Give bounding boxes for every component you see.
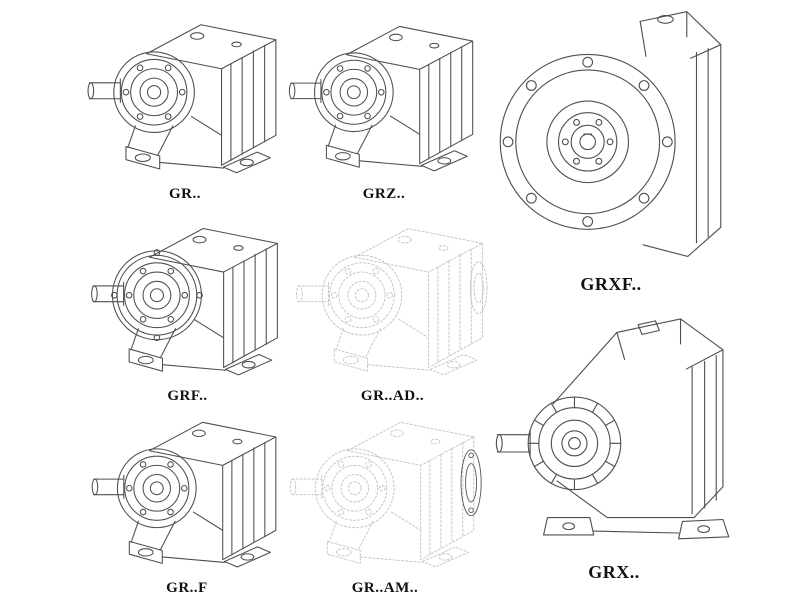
model-label-gr-ad: GR..AD..: [360, 388, 425, 404]
grxf-gearbox-illustration: [492, 0, 730, 272]
model-label-grxf: GRXF..: [580, 274, 642, 294]
grz-gearbox-illustration: [288, 6, 480, 184]
gearbox-figure-gr: GR..: [85, 6, 285, 206]
gearbox-figure-gr-ad: GR..AD..: [290, 210, 495, 408]
model-label-grx: GRX..: [588, 562, 640, 582]
model-label-gr-f: GR..F: [166, 580, 208, 596]
grf-gearbox-illustration: [85, 210, 290, 386]
grx-gearbox-illustration: [490, 290, 738, 560]
model-label-grf: GRF..: [167, 388, 208, 404]
model-label-gr-am: GR..AM..: [351, 580, 419, 596]
model-label-grz: GRZ..: [362, 186, 406, 202]
gearbox-figure-gr-am: GR..AM..: [286, 404, 484, 600]
gr-am-gearbox-illustration: [286, 404, 484, 578]
gearbox-figure-grx: GRX..: [490, 290, 738, 586]
gr-f-gearbox-illustration: [88, 404, 286, 578]
gearbox-figure-grxf: GRXF..: [492, 0, 730, 298]
gr-ad-gearbox-illustration: [290, 210, 495, 386]
gr-gearbox-illustration: [85, 6, 285, 184]
model-label-gr: GR..: [169, 186, 201, 202]
gearbox-figure-grz: GRZ..: [288, 6, 480, 206]
gearbox-figure-gr-f: GR..F: [88, 404, 286, 600]
gearbox-figure-grf: GRF..: [85, 210, 290, 408]
